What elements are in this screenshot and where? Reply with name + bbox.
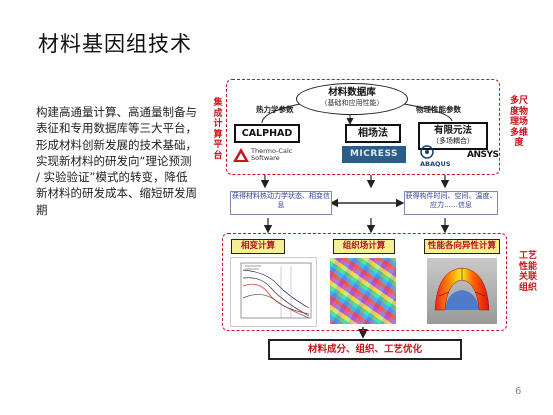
left-side-label: 集成计算平台	[213, 98, 223, 161]
phase-transformation-plot-image	[230, 257, 317, 327]
integrated-platform-box	[226, 79, 500, 175]
right-side-label-top: 多尺度物理场多维度	[509, 96, 528, 148]
calphad-box: CALPHAD	[234, 124, 300, 143]
calc-label-phase-transformation: 相变计算	[231, 239, 285, 254]
thermo-calc-triangle-icon	[233, 148, 249, 162]
abaqus-logo: ABAQUS	[420, 160, 451, 168]
calc-label-microstructure: 组织场计算	[333, 239, 395, 254]
thermo-params-label: 热力学参数	[256, 105, 294, 114]
info-box-thermo: 获得材料热动力学状态、相变信息	[230, 191, 332, 215]
database-subtitle: （基础和应用性能）	[320, 99, 384, 107]
fem-title: 有限元法	[433, 125, 472, 136]
anisotropy-fem-image	[427, 258, 497, 324]
calculation-section-box	[222, 233, 507, 331]
info-box-component: 获得构件时间、空间、温度、应力……信息	[404, 191, 498, 215]
thermo-calc-text: Thermo-Calc Software	[251, 147, 293, 162]
ansys-logo: ANSYS	[467, 150, 499, 160]
abaqus-mark-icon	[420, 145, 434, 159]
fem-box: 有限元法 （多场耦合）	[418, 122, 488, 150]
page-number: 6	[515, 386, 522, 397]
right-side-label-bottom: 工艺性能关联组织	[519, 251, 538, 293]
fem-subtitle: （多场耦合）	[432, 137, 474, 145]
thermo-calc-logo: Thermo-Calc Software	[232, 147, 302, 163]
physical-params-label: 物理性能参数	[416, 105, 461, 114]
micress-logo: MICRESS	[342, 146, 406, 163]
materials-database: 材料数据库 （基础和应用性能）	[296, 83, 408, 115]
calc-label-anisotropy: 性能各向异性计算	[424, 239, 500, 254]
phase-field-box: 相场法	[345, 124, 401, 143]
body-paragraph: 构建高通量计算、高通量制备与表征和专用数据库等三大平台，形成材料创新发展的技术基…	[36, 105, 197, 217]
page-title: 材料基因组技术	[38, 32, 192, 56]
optimization-result-box: 材料成分、组织、工艺优化	[268, 339, 462, 360]
microstructure-image	[330, 258, 396, 324]
database-title: 材料数据库	[328, 87, 376, 98]
